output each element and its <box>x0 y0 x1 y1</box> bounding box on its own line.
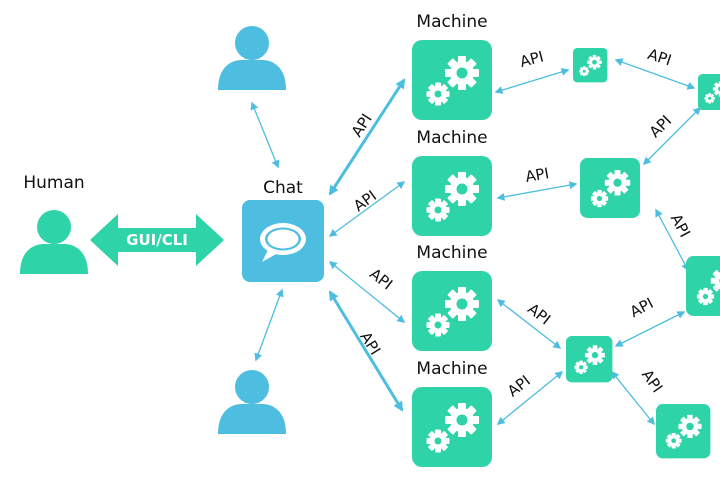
user-bottom-icon <box>218 370 286 434</box>
chat-node: Chat <box>242 178 324 282</box>
api-label-machine-4-node-e: API <box>504 372 534 401</box>
api-labels: API API API API API API API API API API … <box>348 45 694 400</box>
chat-machine-4-arrow <box>328 290 404 412</box>
machine-2-label: Machine <box>416 128 487 148</box>
node-e-gears-icon <box>566 336 612 382</box>
node-b-node-c-arrow <box>642 106 702 166</box>
api-label-node-a-node-b: API <box>645 45 673 69</box>
api-label-chat-machine-4: API <box>356 329 384 359</box>
machine-4-label: Machine <box>416 359 487 379</box>
api-label-node-c-node-d: API <box>667 211 694 240</box>
machine-2: Machine <box>412 128 492 236</box>
chat-label: Chat <box>263 178 303 198</box>
machine-2-gears-icon <box>412 156 492 236</box>
node-a-gears-icon <box>573 48 607 82</box>
gui-cli-label: GUI/CLI <box>126 231 188 249</box>
machine-3-gears-icon <box>412 271 492 351</box>
node-d-gears-icon <box>686 256 720 316</box>
human-node: Human <box>20 173 88 274</box>
node-e-node-d-arrow <box>614 311 686 347</box>
machine-2-node-c-arrow <box>496 181 578 201</box>
human-label: Human <box>23 173 84 193</box>
api-label-chat-machine-3: API <box>366 265 396 294</box>
machine-4: Machine <box>412 359 492 467</box>
human-icon <box>20 210 88 274</box>
node-b-gears-icon <box>698 74 720 110</box>
machine-4-gears-icon <box>412 387 492 467</box>
api-label-machine-1-node-a: API <box>518 47 546 71</box>
machine-3-label: Machine <box>416 243 487 263</box>
api-label-chat-machine-2: API <box>350 187 380 216</box>
user-top-chat-arrow <box>250 101 280 169</box>
user-bottom-chat-arrow <box>254 288 284 362</box>
node-f-gears-icon <box>656 404 710 458</box>
api-label-node-e-node-d: API <box>627 294 656 321</box>
node-a-node-b-arrow <box>614 58 696 90</box>
speech-bubble-icon <box>260 223 306 262</box>
node-c-gears-icon <box>580 158 640 218</box>
connectors <box>250 58 702 426</box>
api-label-node-e-node-f: API <box>638 366 666 396</box>
api-label-chat-machine-1: API <box>348 110 376 140</box>
machine-1-gears-icon <box>412 40 492 120</box>
api-label-machine-2-node-c: API <box>524 164 550 186</box>
node-c-node-d-arrow <box>655 208 689 272</box>
machine-3: Machine <box>412 243 492 351</box>
node-e-node-f-arrow <box>611 370 655 426</box>
chat-machine-1-arrow <box>328 78 406 196</box>
machine-1-label: Machine <box>416 12 487 32</box>
user-top-icon <box>218 26 286 90</box>
gui-cli-arrow: GUI/CLI <box>90 214 224 266</box>
machine-3-node-e-arrow <box>496 299 562 349</box>
machine-1-node-a-arrow <box>494 68 570 94</box>
machine-1: Machine <box>412 12 492 120</box>
machine-4-node-e-arrow <box>496 371 564 425</box>
chat-machine-2-arrow <box>328 181 406 237</box>
